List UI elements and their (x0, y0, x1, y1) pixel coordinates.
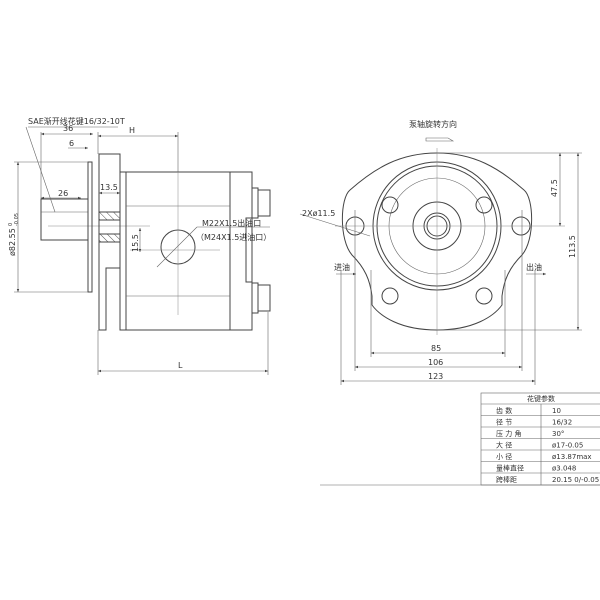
table-row-label: 压 力 角 (496, 429, 521, 438)
rotation-arrow-icon (425, 137, 455, 142)
outlet-label: 出油 (526, 262, 542, 272)
front-view: 泵轴旋转方向 2Xø11.5 进油 出油 85 106 123 47.5 113… (299, 119, 582, 385)
dim-47-5: 47.5 (550, 179, 559, 197)
dim-36: 36 (63, 124, 73, 133)
side-view: SAE渐开线花键16/32-10T 36 6 H 26 13.5 15.5 ø8… (8, 116, 271, 375)
dim-6: 6 (69, 139, 74, 148)
inlet-label: 进油 (334, 262, 350, 272)
dim-H: H (129, 126, 135, 135)
dim-123: 123 (428, 372, 443, 381)
dim-diameter-tol-lower: -0.05 (14, 213, 20, 226)
table-row-value: 16/32 (552, 419, 572, 427)
dim-13-5: 13.5 (100, 183, 118, 192)
table-row-value: ø13.87max (552, 453, 592, 461)
dim-15-5: 15.5 (131, 234, 140, 252)
table-row-label: 径 节 (496, 418, 512, 427)
table-row-label: 齿 数 (496, 406, 512, 415)
dim-L: L (178, 361, 183, 370)
rotation-label: 泵轴旋转方向 (409, 119, 457, 129)
dim-113-5: 113.5 (568, 235, 577, 258)
table-row-label: 小 径 (496, 452, 512, 461)
table-row-label: 跨棒距 (496, 475, 517, 484)
holes-label: 2Xø11.5 (302, 209, 335, 218)
table-row-value: 20.15 0/-0.05 (552, 476, 599, 484)
port-inlet-label: （M24X1.5进油口） (196, 232, 271, 242)
table-row-value: ø3.048 (552, 465, 576, 473)
spline-note: SAE渐开线花键16/32-10T (28, 116, 125, 126)
dim-diameter-tol-upper: 0 (8, 223, 14, 226)
table-row-value: ø17-0.05 (552, 442, 583, 450)
table-row-label: 大 径 (496, 441, 512, 450)
port-outlet-label: M22X1.5出油口 (202, 218, 261, 228)
dim-85: 85 (431, 344, 441, 353)
table-row-label: 量棒直径 (496, 464, 524, 473)
table-row-value: 30° (552, 430, 564, 438)
table-row-value: 10 (552, 407, 561, 415)
spline-table: 花键参数 齿 数 10 径 节 16/32 压 力 角 30° 大 径 ø17-0.05 小 径… (320, 392, 600, 486)
dim-26: 26 (58, 189, 68, 198)
dim-106: 106 (428, 358, 443, 367)
table-title: 花键参数 (527, 394, 555, 403)
dim-diameter: ø82.55 (8, 228, 17, 256)
